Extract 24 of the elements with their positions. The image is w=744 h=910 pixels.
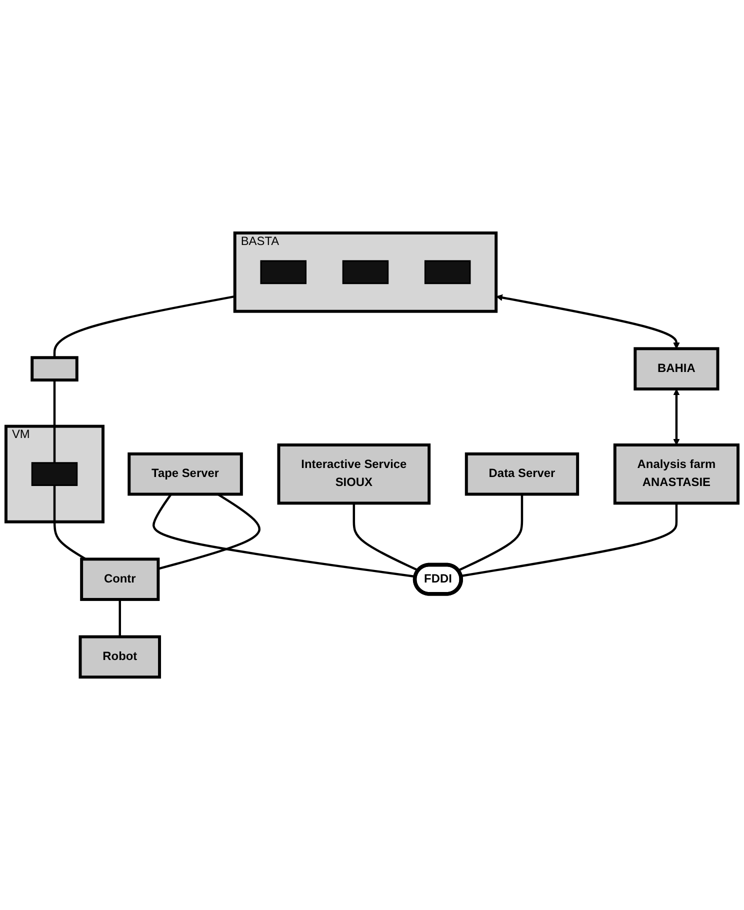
- connector: [53, 380, 56, 463]
- cluster: BASTA: [233, 231, 498, 313]
- connector: [352, 503, 419, 572]
- node-box: Data Server: [464, 452, 580, 496]
- connector: [458, 494, 524, 572]
- node-box: [31, 462, 78, 486]
- node-box: Interactive Service SIOUX: [277, 443, 431, 505]
- node-box: Analysis farm ANASTASIE: [613, 443, 740, 505]
- node-box: [260, 260, 307, 284]
- connector: [53, 485, 86, 560]
- cluster: VM: [4, 424, 104, 524]
- node-box: Contr: [80, 558, 160, 601]
- node-box: [342, 260, 389, 284]
- arrow: [496, 294, 680, 349]
- node-box: Robot: [78, 635, 162, 679]
- node-box: [424, 260, 471, 284]
- node-box: BAHIA: [634, 347, 720, 390]
- connector: [118, 599, 121, 637]
- connector: [158, 493, 260, 570]
- connector: [53, 295, 236, 358]
- node-box: Tape Server: [128, 452, 243, 496]
- node-box: [30, 356, 78, 382]
- connector: [460, 503, 678, 578]
- arrow: [673, 388, 680, 446]
